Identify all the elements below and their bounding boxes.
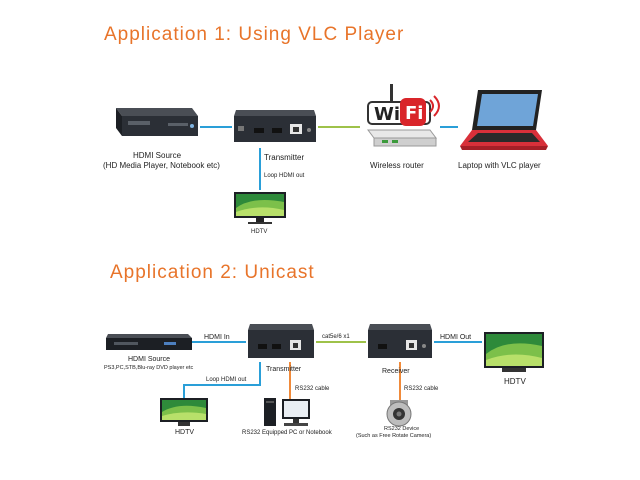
app2-pc-label: RS232 Equipped PC or Notebook (242, 430, 332, 436)
hdmi-source-media-player (116, 108, 198, 136)
app1-hdtv-icon (234, 192, 286, 224)
app2-receiver-device (368, 324, 432, 358)
app2-rs232-cable-2-label: RS232 cable (404, 386, 439, 392)
app2-transmitter-label: Transmitter (266, 366, 302, 373)
app2-source-sub: PS3,PC,STB,Blu-ray DVD player etc (104, 365, 194, 371)
app2-hdtv-right-label: HDTV (504, 377, 526, 386)
app2-loop-line (183, 362, 261, 398)
app1-loop-label: Loop HDMI out (264, 173, 305, 179)
camera-icon (386, 400, 412, 427)
app2-hdmi-out-label: HDMI Out (440, 334, 472, 341)
app2-source-label: HDMI Source (128, 356, 171, 363)
app2-hdtv-right-icon (484, 332, 544, 372)
app1-router-label: Wireless router (370, 161, 424, 170)
pc-computer-icon (264, 398, 310, 426)
app2-hdtv-left-icon (160, 398, 208, 426)
app2-dvd-player-icon (106, 334, 192, 350)
app1-hdmi-source-label: HDMI Source (133, 151, 182, 160)
laptop-icon (460, 90, 548, 150)
app1-laptop-label: Laptop with VLC player (458, 161, 541, 170)
app2-receiver-label: Receiver (382, 368, 410, 375)
app1-hdmi-source-sub: (HD Media Player, Notebook etc) (103, 161, 220, 170)
app1-hdtv-label: HDTV (251, 229, 268, 235)
app2-loop-label: Loop HDMI out (206, 377, 247, 383)
app2-hdmi-in-label: HDMI In (204, 334, 230, 341)
app2-device-sub: (Such as Free Rotate Camera) (356, 433, 432, 439)
app1-transmitter-label: Transmitter (264, 153, 305, 162)
app1-title: Application 1: Using VLC Player (104, 24, 405, 45)
app1-transmitter-device (234, 110, 316, 142)
wifi-router-icon: Wi Fi (367, 84, 440, 147)
app2-title: Application 2: Unicast (110, 262, 315, 283)
svg-text:Fi: Fi (405, 103, 423, 124)
app2-cable-label: cat5e/6 x1 (322, 334, 350, 340)
app2-device-label: RS232 Device (384, 426, 420, 432)
svg-text:Wi: Wi (374, 104, 400, 125)
app2-transmitter-device (248, 324, 314, 358)
app2-hdtv-left-label: HDTV (175, 429, 195, 436)
app2-rs232-cable-1-label: RS232 cable (295, 386, 330, 392)
